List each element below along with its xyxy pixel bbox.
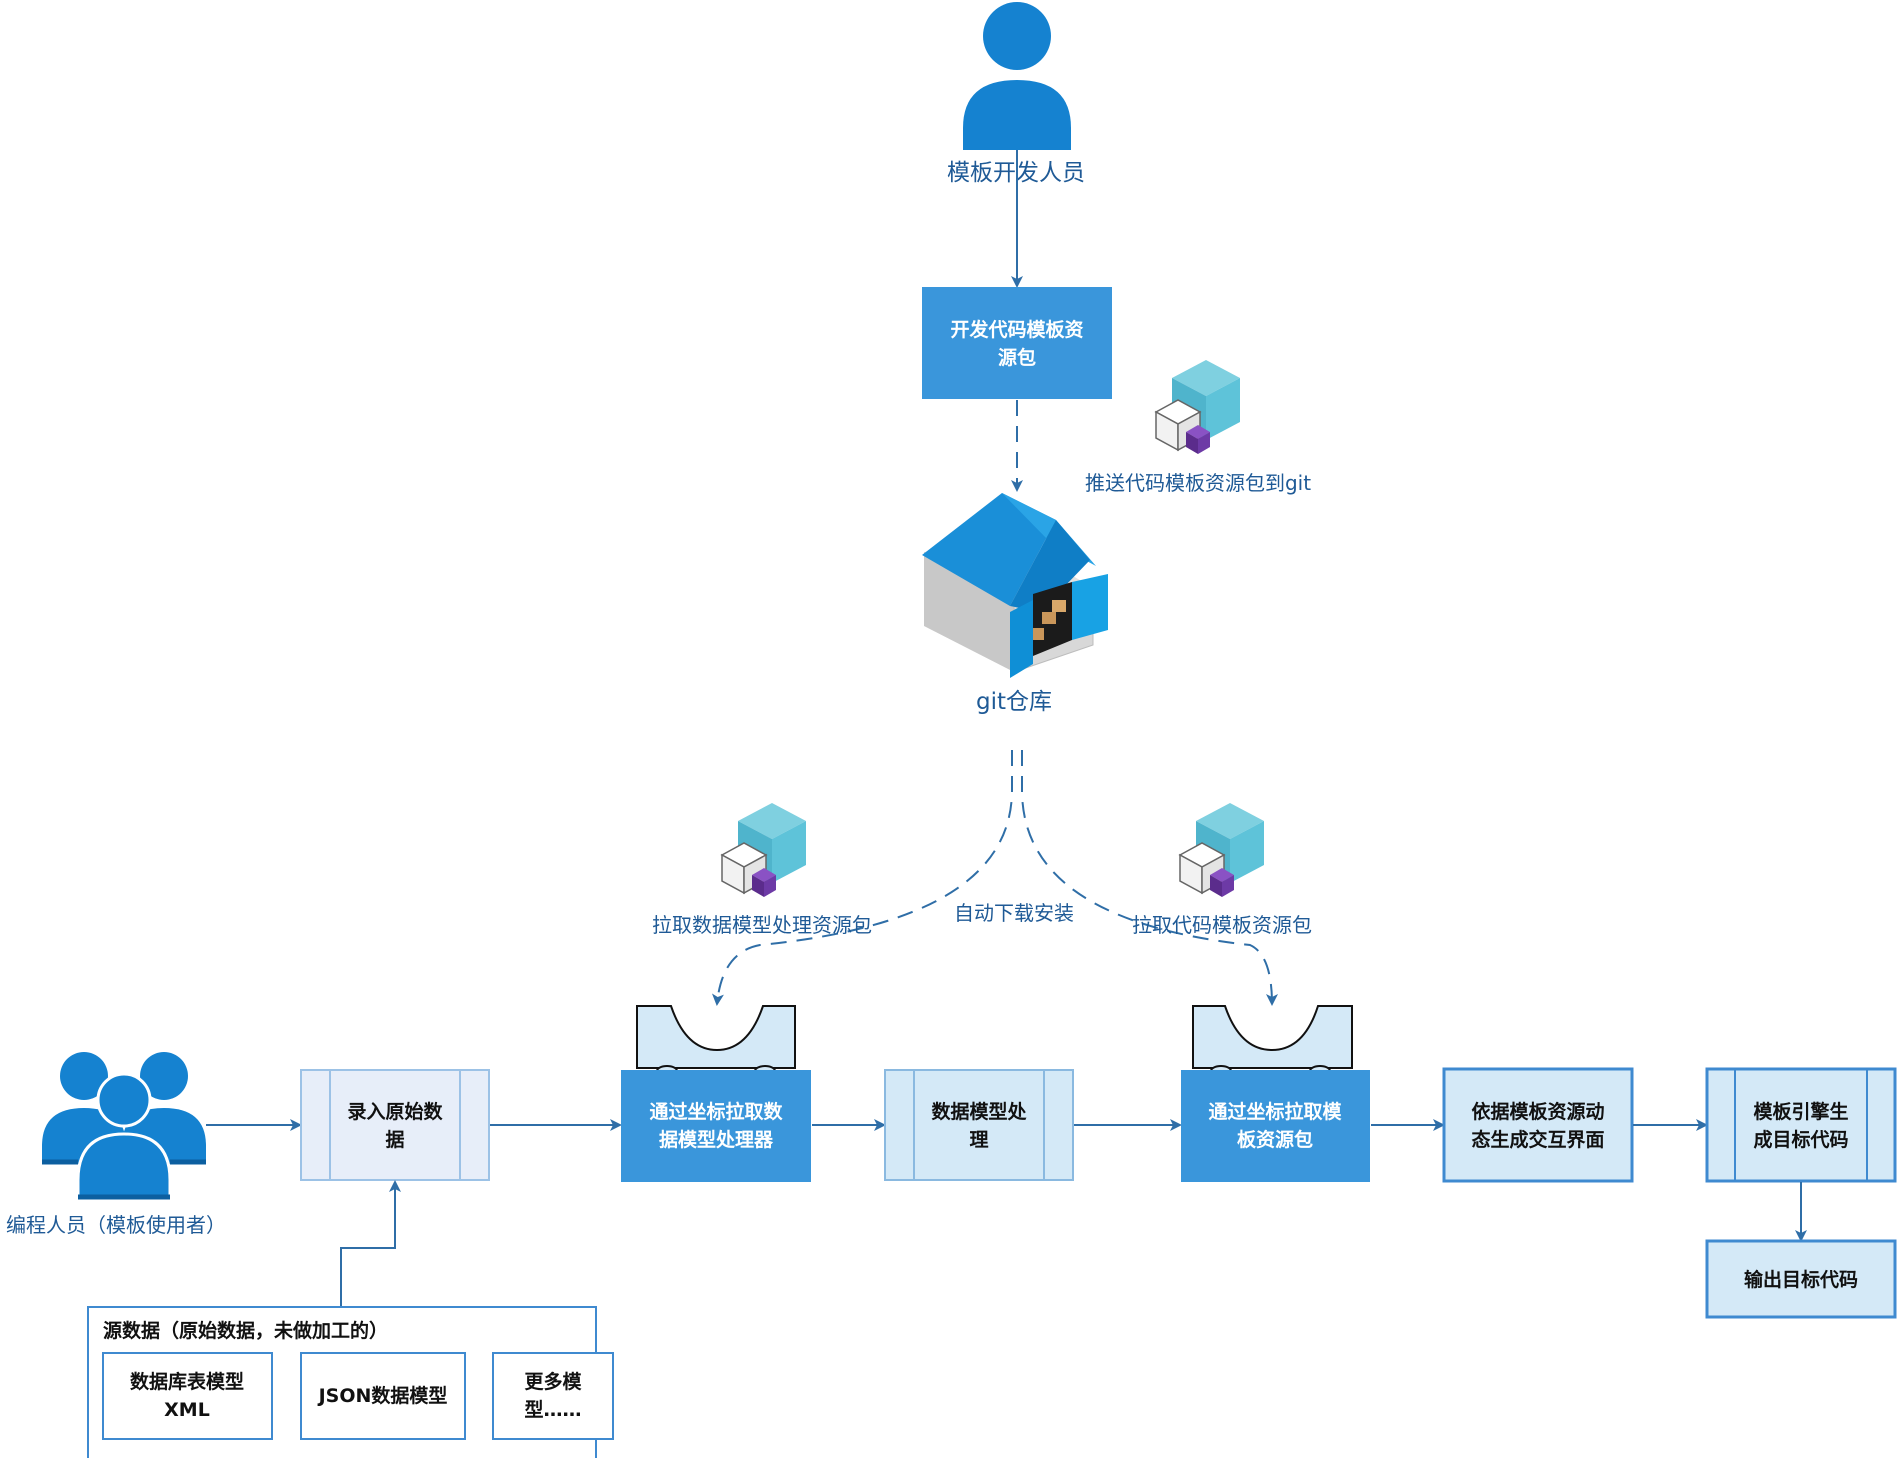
engine-generate-label-2: 成目标代码 <box>1753 1128 1848 1151</box>
source-item-json-model-label: JSON数据模型 <box>317 1384 448 1407</box>
pull-processor-label-1: 通过坐标拉取数 <box>649 1100 783 1123</box>
dynamic-ui-box[interactable] <box>1442 1067 1634 1183</box>
edge-git-to-processor <box>711 750 1013 1006</box>
pull-template-box[interactable] <box>1181 1070 1370 1182</box>
output-code-box[interactable] <box>1705 1239 1897 1319</box>
pull-data-pkg-label: 拉取数据模型处理资源包 <box>652 913 872 937</box>
engine-generate-box[interactable] <box>1705 1067 1897 1183</box>
pull-processor-label-2: 据模型处理器 <box>659 1128 774 1151</box>
template-cradle-icon <box>1192 1005 1353 1077</box>
source-item-db-model-label-2: XML <box>164 1399 210 1421</box>
source-item-more-models-label-2: 型…… <box>524 1398 581 1421</box>
source-item-more-models[interactable] <box>492 1352 614 1440</box>
dynamic-ui-label-2: 态生成交互界面 <box>1471 1128 1604 1151</box>
programmers-icon <box>42 1052 206 1202</box>
source-item-more-models-label-1: 更多模 <box>524 1370 582 1393</box>
model-process-label-2: 理 <box>969 1129 988 1151</box>
pull-processor-box[interactable] <box>621 1070 811 1182</box>
input-raw-label-1: 录入原始数 <box>347 1100 443 1123</box>
source-item-db-model[interactable] <box>102 1352 273 1440</box>
engine-generate-label-1: 模板引擎生 <box>1753 1100 1848 1123</box>
dynamic-ui-label-1: 依据模板资源动 <box>1471 1100 1604 1123</box>
source-item-json-model[interactable] <box>300 1352 466 1440</box>
model-process-box[interactable] <box>884 1069 1074 1181</box>
dev-package-label-1: 开发代码模板资 <box>950 318 1083 341</box>
pull-template-label-2: 板资源包 <box>1237 1128 1313 1151</box>
template-package-cubes-icon <box>1178 803 1264 897</box>
pull-template-label-1: 通过坐标拉取模 <box>1208 1100 1342 1123</box>
edge-git-to-template <box>1021 750 1278 1006</box>
model-process-label-1: 数据模型处 <box>931 1100 1027 1123</box>
push-git-label: 推送代码模板资源包到git <box>1085 471 1311 495</box>
pull-template-pkg-label: 拉取代码模板资源包 <box>1132 913 1312 937</box>
dev-package-box[interactable] <box>922 287 1112 399</box>
dev-package-label-2: 源包 <box>998 346 1036 369</box>
data-package-cubes-icon <box>720 803 806 897</box>
source-data-title: 源数据（原始数据，未做加工的） <box>103 1319 388 1342</box>
auto-install-bg <box>950 898 1078 928</box>
input-raw-box[interactable] <box>300 1069 490 1181</box>
warehouse-icon <box>922 493 1108 678</box>
package-cubes-icon <box>1154 360 1240 454</box>
processor-cradle-icon <box>636 1005 796 1077</box>
template-developer-icon <box>963 2 1071 150</box>
programmer-label: 编程人员（模板使用者） <box>6 1213 226 1237</box>
edge-source-to-input <box>340 1180 401 1306</box>
source-item-db-model-label-1: 数据库表模型 <box>130 1370 244 1393</box>
git-repo-label: git仓库 <box>976 689 1052 715</box>
output-code-label: 输出目标代码 <box>1744 1268 1858 1291</box>
input-raw-label-2: 据 <box>385 1128 404 1151</box>
auto-install-label: 自动下载安装 <box>954 901 1074 925</box>
